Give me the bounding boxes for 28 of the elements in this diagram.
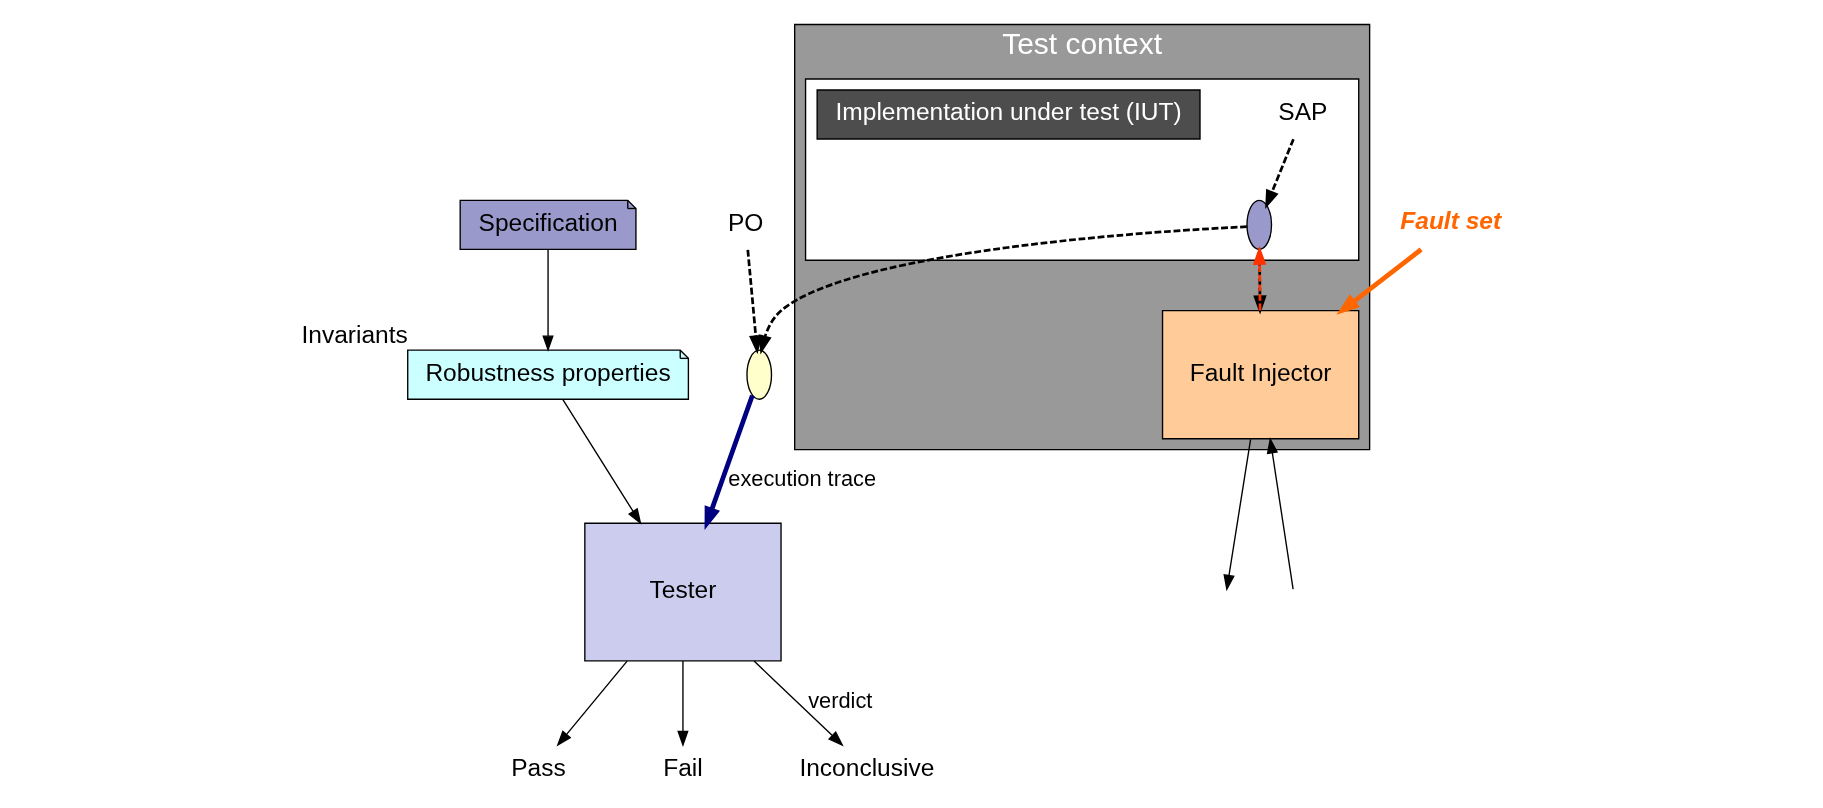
node-text: Fault set [1400, 207, 1502, 235]
node-ellipse [746, 349, 773, 400]
node-ellipse [1246, 199, 1273, 251]
node-label: Invariants [301, 320, 408, 348]
node-text: Fail [663, 753, 703, 781]
arrow [562, 398, 642, 525]
arrow [1265, 138, 1295, 209]
node-box: Implementation under test (IUT) [816, 89, 1201, 140]
node-box: Fault Injector [1161, 310, 1360, 440]
arrow [753, 660, 844, 747]
cluster [804, 78, 1360, 261]
edge-label: execution trace [728, 466, 877, 492]
arrow [556, 660, 628, 747]
node-box: Tester [584, 522, 782, 662]
arrow [677, 660, 689, 748]
arrow [542, 249, 554, 352]
node-text: PO [727, 208, 764, 236]
arrow [746, 249, 763, 355]
arrow [1223, 438, 1252, 592]
arrow [758, 225, 1247, 355]
arrow [1252, 245, 1267, 311]
arrow [1266, 437, 1294, 590]
arrow [1336, 247, 1423, 315]
arrow [704, 394, 755, 530]
node-text: Inconclusive [799, 753, 935, 781]
node-text: SAP [1278, 98, 1328, 126]
node-text: Pass [511, 753, 566, 781]
edge-label: verdict [808, 688, 873, 714]
